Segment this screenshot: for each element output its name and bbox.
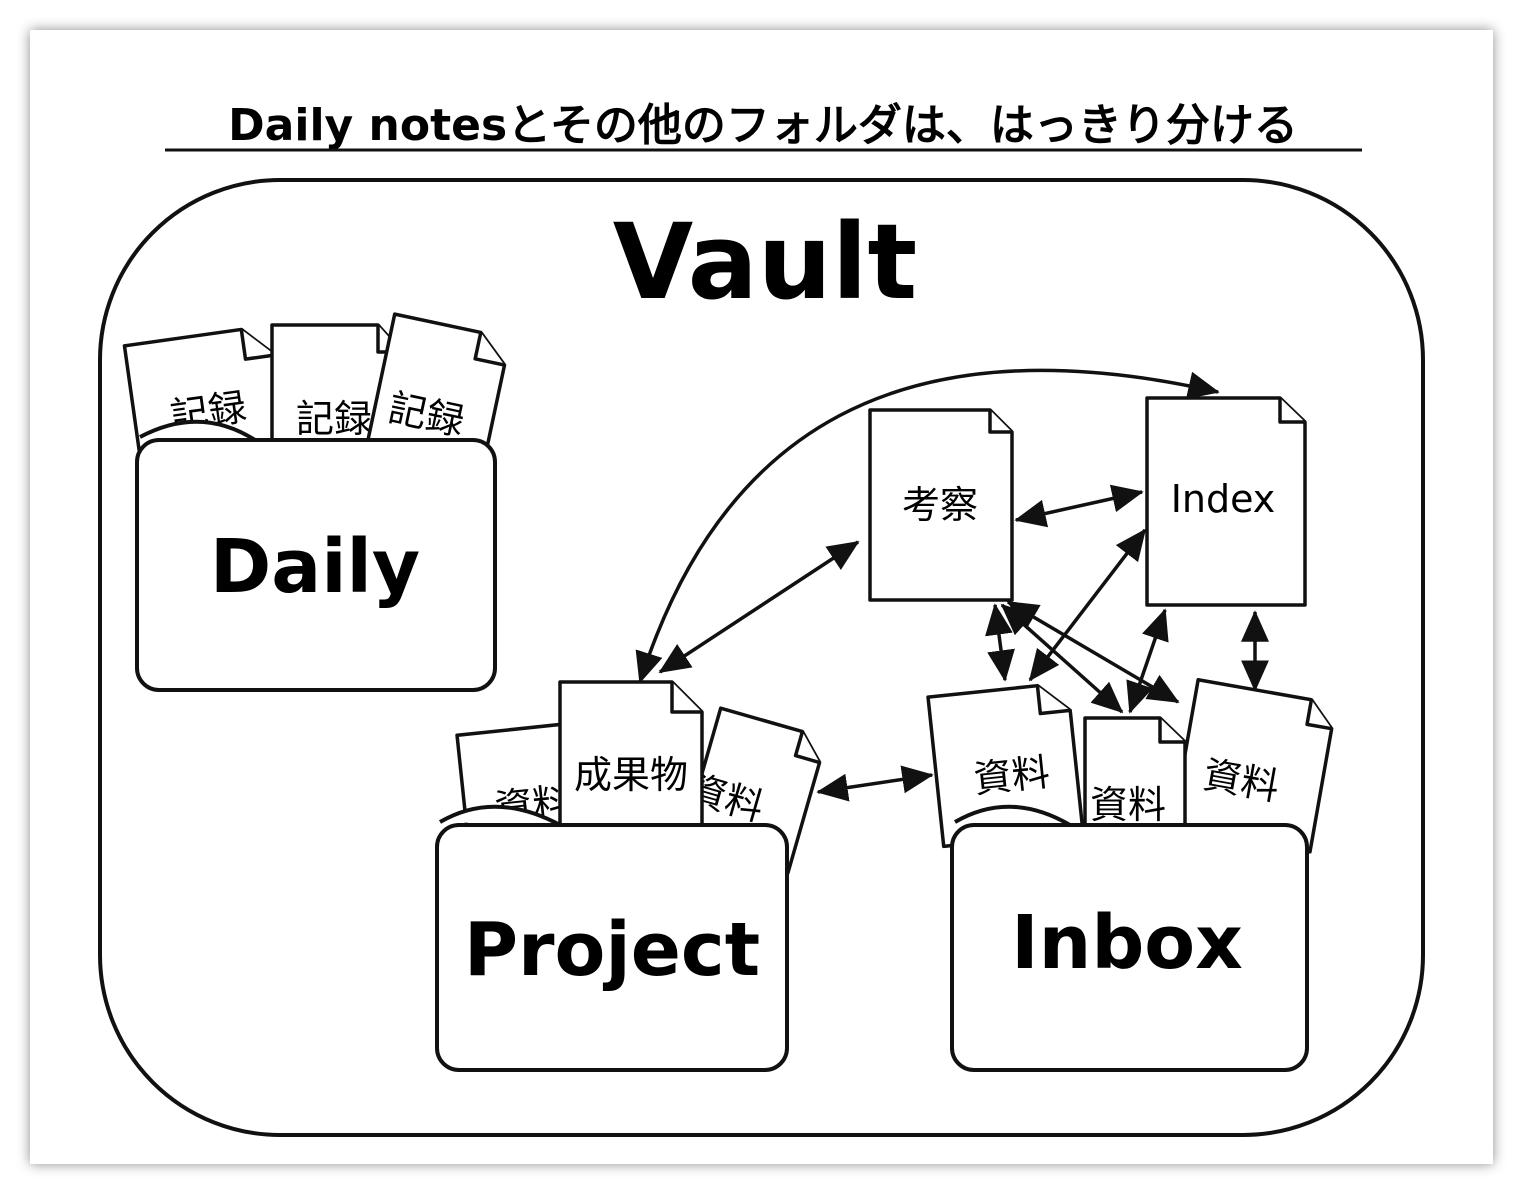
arrow-project-inbox [816, 765, 934, 802]
project-doc-2: 成果物 [558, 680, 704, 832]
arrow-index-inbox2 [1126, 608, 1169, 714]
arrow-kousatsu-inbox1 [985, 603, 1015, 682]
daily-folder-body [135, 438, 497, 692]
vault-label: Vault [613, 201, 917, 323]
svg-text:資料: 資料 [1090, 783, 1166, 827]
inbox-folder-body [950, 823, 1309, 1072]
inbox-doc-1: 資料 [926, 683, 1085, 849]
project-folder: 資料 資料 成果物 Project [435, 680, 822, 1072]
arrow-index-inbox1 [1028, 528, 1147, 682]
project-folder-label: Project [464, 907, 760, 993]
kousatsu-note: 考察 [868, 408, 1014, 602]
daily-folder-label: Daily [210, 524, 420, 610]
page-title: Daily notesとその他のフォルダは、はっきり分ける [228, 100, 1298, 151]
project-folder-body [435, 823, 789, 1072]
daily-folder: 記録 記録 記録 Daily [122, 312, 507, 692]
daily-folder-tab [139, 419, 257, 442]
inbox-folder-label: Inbox [1011, 900, 1243, 986]
arrows [635, 368, 1269, 802]
project-folder-tab [438, 804, 561, 827]
svg-text:Index: Index [1171, 477, 1276, 521]
svg-text:成果物: 成果物 [574, 753, 688, 797]
svg-text:記録: 記録 [296, 397, 372, 441]
arrow-project-kousatsu [658, 540, 860, 674]
inbox-doc-2: 資料 [1083, 716, 1187, 842]
svg-text:考察: 考察 [902, 483, 978, 527]
arrow-kousatsu-index [1014, 484, 1144, 528]
svg-text:資料: 資料 [972, 750, 1052, 802]
inbox-folder-tab [953, 804, 1072, 827]
inbox-folder: 資料 資料 資料 Inbox [926, 678, 1334, 1072]
index-note: Index [1145, 396, 1307, 607]
vault-container [98, 178, 1425, 1137]
